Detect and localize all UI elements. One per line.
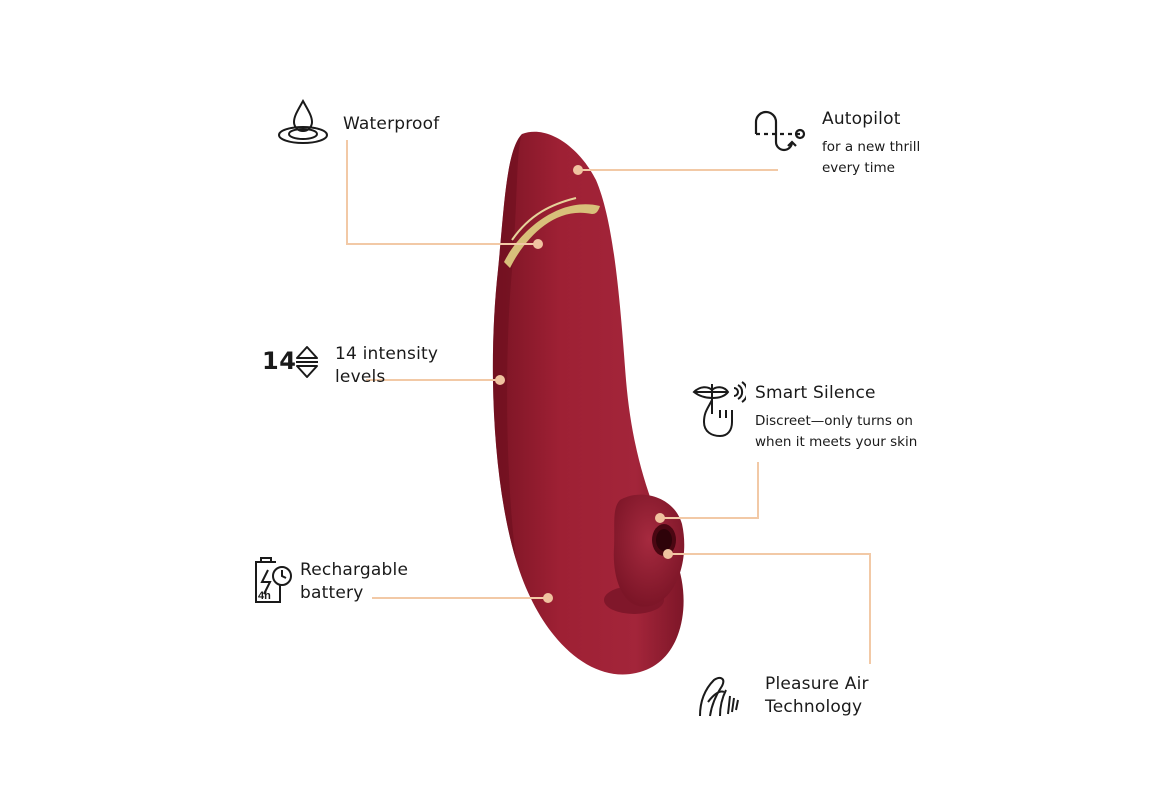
feature-autopilot: Autopilot for a new thrill every time: [822, 108, 920, 179]
gold-band: [504, 204, 600, 268]
intensity-title-1: 14 intensity: [335, 344, 439, 364]
feature-smart-silence: Smart Silence Discreet—only turns on whe…: [755, 382, 917, 453]
callout-lines: [346, 140, 871, 664]
pleasure-air-title-2: Technology: [765, 697, 863, 717]
feature-battery: Rechargable battery: [300, 559, 408, 605]
callout-dots: [495, 165, 673, 603]
water-drop-icon: [278, 98, 328, 144]
autopilot-title: Autopilot: [822, 109, 901, 129]
smart-silence-title: Smart Silence: [755, 383, 876, 403]
smart-silence-subtitle-1: Discreet—only turns on: [755, 413, 913, 429]
autopilot-path-icon: [754, 110, 806, 152]
pleasure-air-title-1: Pleasure Air: [765, 674, 869, 694]
battery-title-1: Rechargable: [300, 560, 409, 580]
smart-silence-icon: [692, 381, 746, 438]
battery-hours-label: 4h: [258, 590, 271, 602]
battery-clock-icon: 4h: [255, 557, 292, 603]
intensity-title-2: levels: [335, 367, 386, 387]
up-down-arrows-icon: [296, 346, 318, 378]
air-wave-icon: [699, 677, 739, 717]
smart-silence-subtitle-2: when it meets your skin: [755, 434, 918, 450]
feature-pleasure-air: Pleasure Air Technology: [765, 673, 869, 719]
feature-waterproof: Waterproof: [343, 113, 439, 136]
battery-title-2: battery: [300, 583, 364, 603]
waterproof-title: Waterproof: [343, 114, 440, 134]
autopilot-subtitle-2: every time: [822, 160, 895, 176]
feature-intensity: 14 intensity levels: [335, 343, 438, 389]
autopilot-subtitle-1: for a new thrill: [822, 139, 921, 155]
intensity-badge-number: 14: [262, 347, 297, 375]
nozzle-head: [613, 494, 685, 607]
